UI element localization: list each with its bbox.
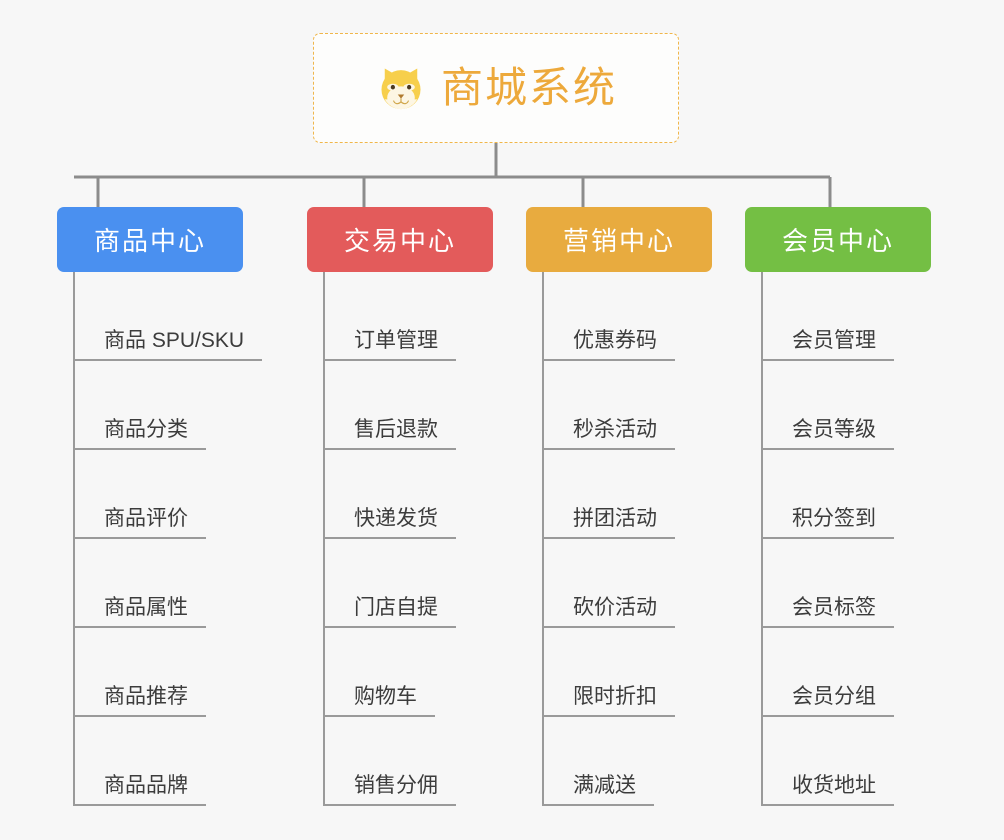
leaf-label: 砍价活动 (542, 596, 675, 628)
leaf-item[interactable]: 商品推荐 (73, 628, 262, 717)
leaf-item[interactable]: 拼团活动 (542, 450, 675, 539)
leaf-label: 会员标签 (761, 596, 894, 628)
leaf-item[interactable]: 商品品牌 (73, 717, 262, 806)
leaf-label: 商品推荐 (73, 685, 206, 717)
leaf-item[interactable]: 购物车 (323, 628, 456, 717)
leaf-label: 购物车 (323, 685, 435, 717)
leaf-label: 优惠券码 (542, 329, 675, 361)
leaf-item[interactable]: 满减送 (542, 717, 675, 806)
leaf-label: 满减送 (542, 774, 654, 806)
leaf-label: 售后退款 (323, 418, 456, 450)
root-node[interactable]: 商城系统 (313, 33, 679, 143)
leaf-item[interactable]: 会员等级 (761, 361, 894, 450)
leaf-label: 快递发货 (323, 507, 456, 539)
leaf-label: 限时折扣 (542, 685, 675, 717)
root-title: 商城系统 (440, 64, 617, 111)
category-header[interactable]: 商品中心 (57, 207, 243, 272)
leaf-item[interactable]: 砍价活动 (542, 539, 675, 628)
leaf-item[interactable]: 销售分佣 (323, 717, 456, 806)
leaf-label: 商品 SPU/SKU (73, 329, 263, 361)
leaf-item[interactable]: 商品评价 (73, 450, 262, 539)
leaf-list: 优惠券码秒杀活动拼团活动砍价活动限时折扣满减送 (542, 272, 675, 806)
leaf-list: 订单管理售后退款快递发货门店自提购物车销售分佣 (323, 272, 456, 806)
leaf-label: 秒杀活动 (542, 418, 675, 450)
leaf-label: 拼团活动 (542, 507, 675, 539)
leaf-item[interactable]: 订单管理 (323, 272, 456, 361)
leaf-item[interactable]: 商品分类 (73, 361, 262, 450)
category-header[interactable]: 会员中心 (745, 207, 931, 272)
dog-face-icon (381, 68, 421, 110)
leaf-label: 商品品牌 (73, 774, 206, 806)
leaf-label: 商品属性 (73, 596, 206, 628)
leaf-item[interactable]: 积分签到 (761, 450, 894, 539)
leaf-item[interactable]: 商品属性 (73, 539, 262, 628)
leaf-item[interactable]: 限时折扣 (542, 628, 675, 717)
branch-spine (73, 272, 75, 806)
leaf-item[interactable]: 收货地址 (761, 717, 894, 806)
leaf-item[interactable]: 会员管理 (761, 272, 894, 361)
leaf-item[interactable]: 会员标签 (761, 539, 894, 628)
category-header[interactable]: 营销中心 (526, 207, 712, 272)
leaf-label: 订单管理 (323, 329, 456, 361)
leaf-item[interactable]: 秒杀活动 (542, 361, 675, 450)
leaf-label: 会员分组 (761, 685, 894, 717)
leaf-item[interactable]: 门店自提 (323, 539, 456, 628)
leaf-label: 门店自提 (323, 596, 456, 628)
leaf-label: 收货地址 (761, 774, 894, 806)
branch-spine (761, 272, 763, 806)
leaf-label: 积分签到 (761, 507, 894, 539)
leaf-label: 会员等级 (761, 418, 894, 450)
leaf-label: 商品评价 (73, 507, 206, 539)
leaf-list: 会员管理会员等级积分签到会员标签会员分组收货地址 (761, 272, 894, 806)
leaf-item[interactable]: 优惠券码 (542, 272, 675, 361)
leaf-label: 销售分佣 (323, 774, 456, 806)
leaf-item[interactable]: 售后退款 (323, 361, 456, 450)
leaf-label: 商品分类 (73, 418, 206, 450)
category-header[interactable]: 交易中心 (307, 207, 493, 272)
leaf-label: 会员管理 (761, 329, 894, 361)
leaf-item[interactable]: 快递发货 (323, 450, 456, 539)
leaf-item[interactable]: 会员分组 (761, 628, 894, 717)
branch-spine (542, 272, 544, 806)
leaf-item[interactable]: 商品 SPU/SKU (73, 272, 263, 361)
branch-spine (323, 272, 325, 806)
leaf-list: 商品 SPU/SKU 商品分类商品评价商品属性商品推荐商品品牌 (73, 272, 263, 806)
